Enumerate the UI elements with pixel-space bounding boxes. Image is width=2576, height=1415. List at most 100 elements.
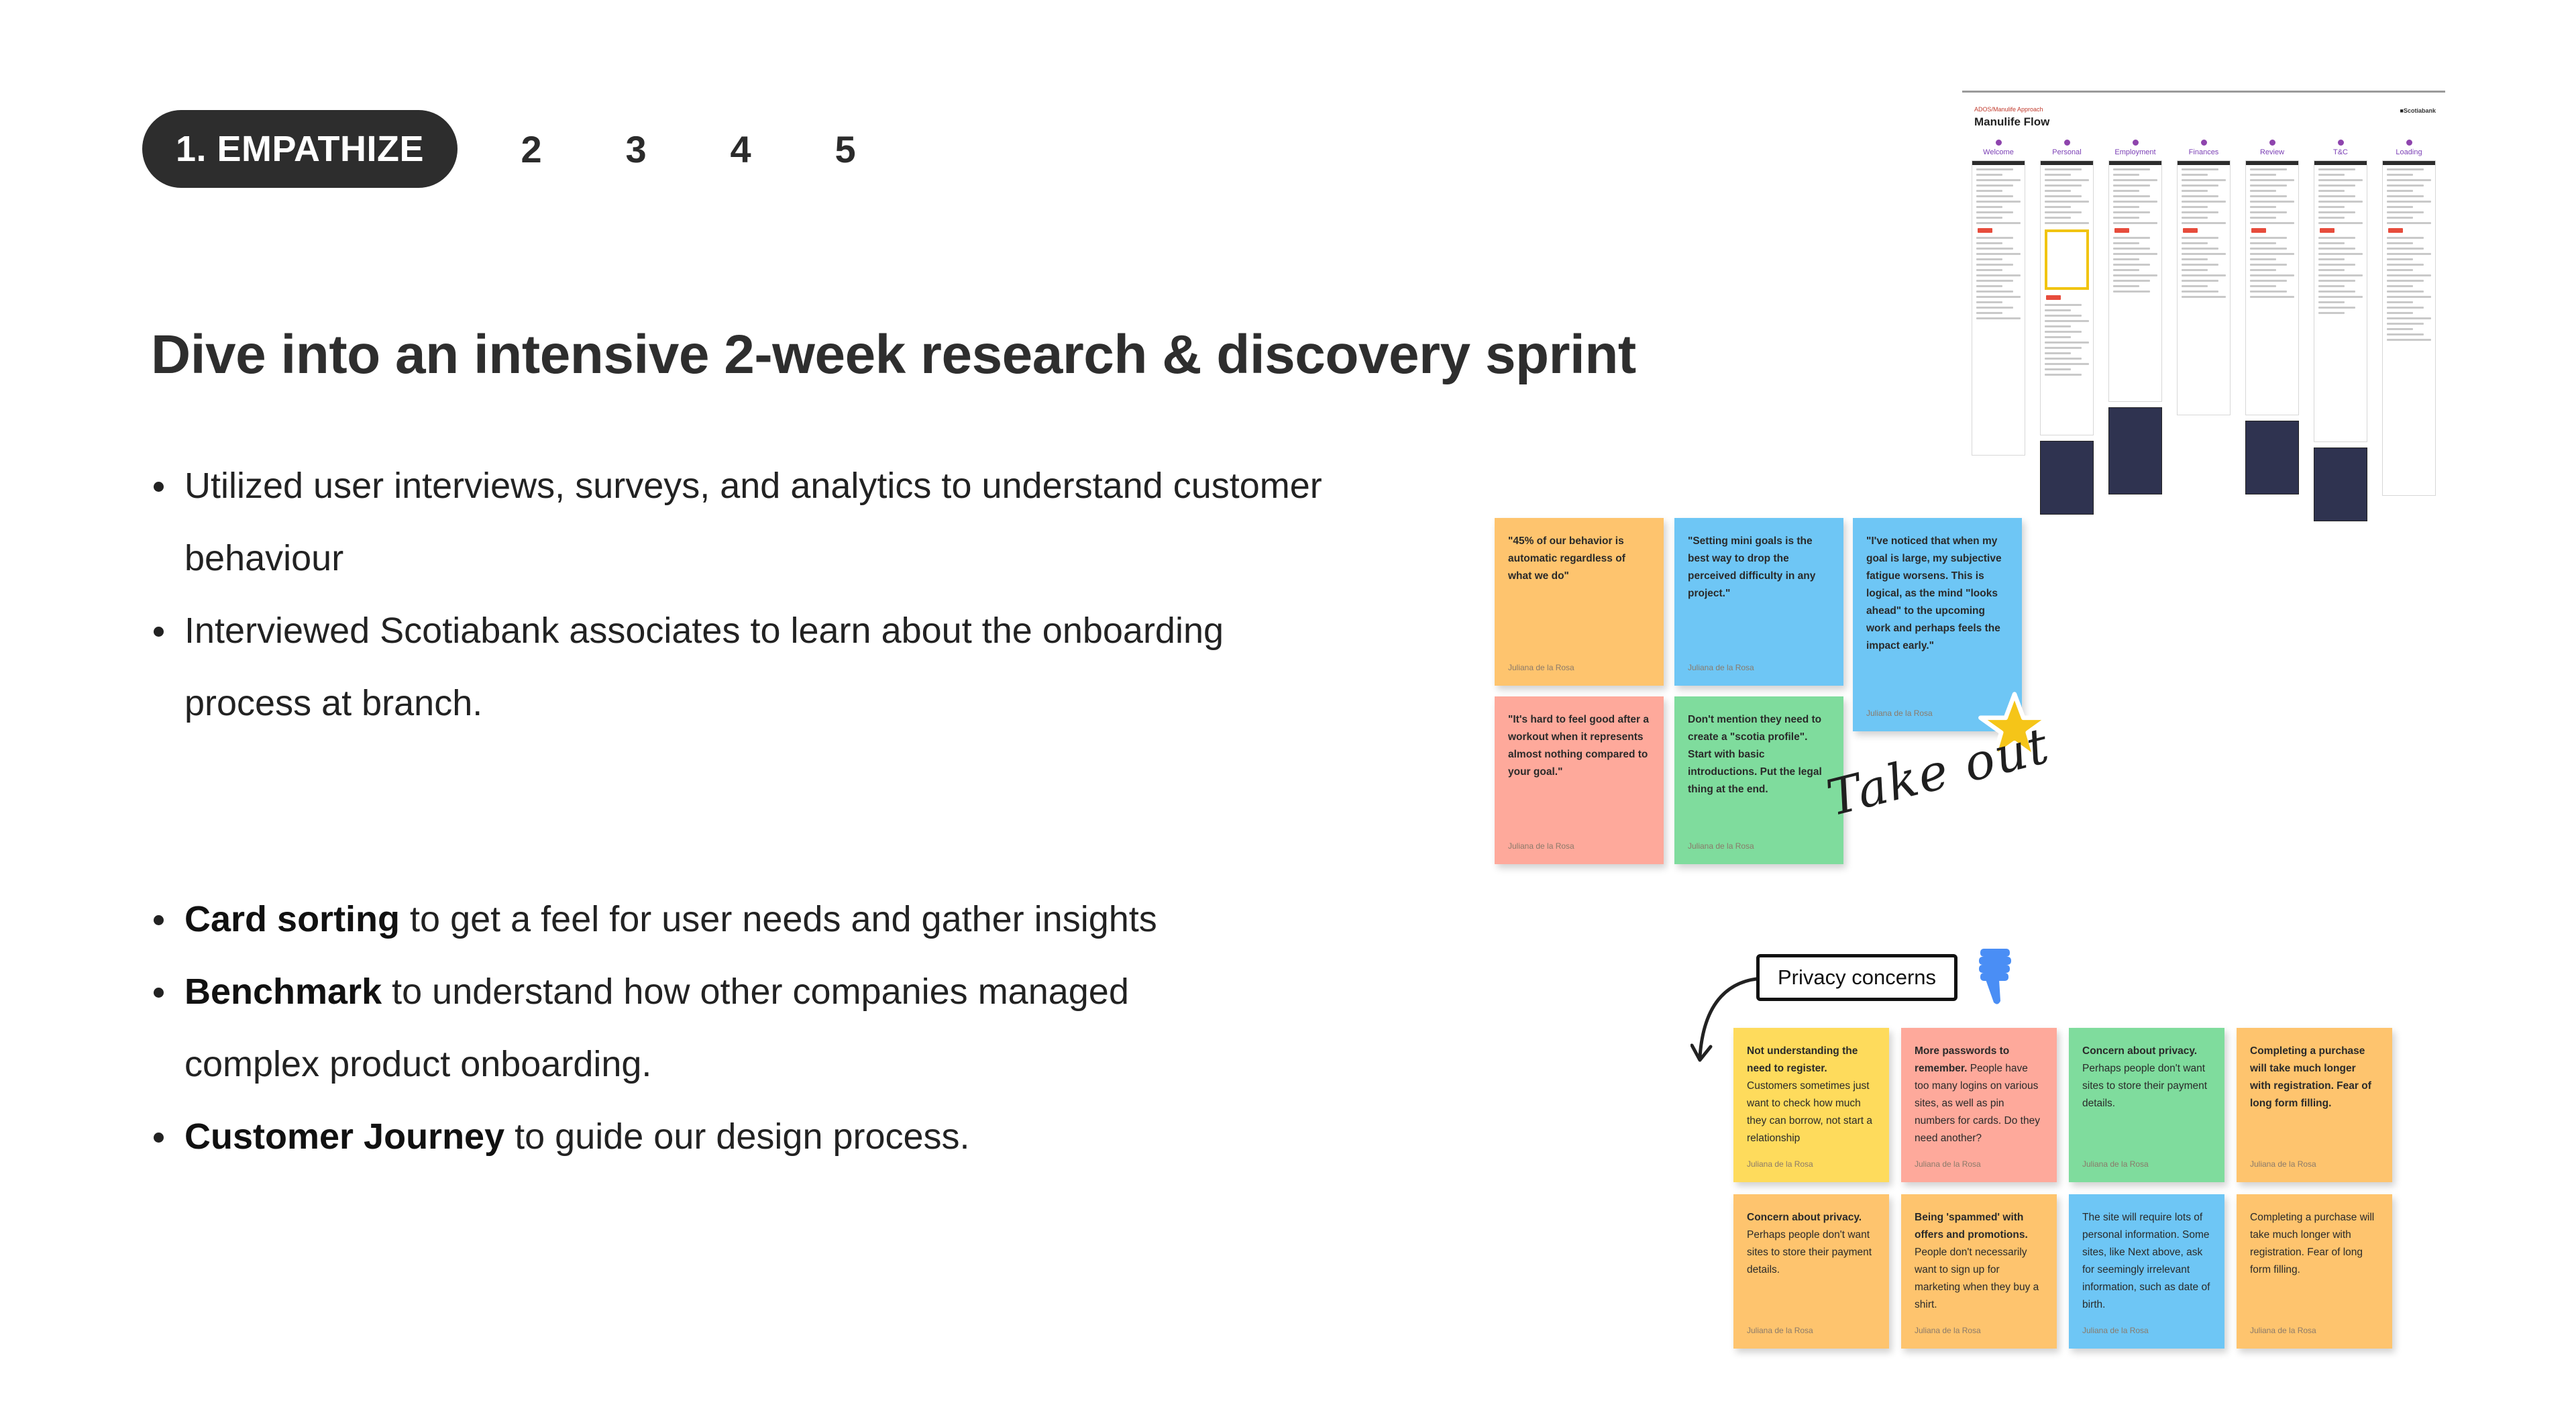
bullet-text: to get a feel for user needs and gather … — [400, 899, 1157, 939]
flow-topbar: ADOS/Manulife Approach — [1974, 106, 2043, 113]
flow-column: Review — [2243, 140, 2302, 521]
note-text: "45% of our behavior is automatic regard… — [1508, 535, 1625, 582]
note-author: Juliana de la Rosa — [2250, 1159, 2316, 1169]
note-body: Customers sometimes just want to check h… — [1747, 1080, 1872, 1144]
note-body: People have too many logins on various s… — [1915, 1063, 2040, 1144]
flow-columns: Welcome Personal Employment Finances Review T… — [1969, 140, 2438, 521]
note-author: Juliana de la Rosa — [1747, 1326, 1813, 1335]
sticky-note: More passwords to remember. People have … — [1901, 1028, 2057, 1182]
flow-screen — [2040, 160, 2094, 435]
bullet-item: Card sorting to get a feel for user need… — [151, 883, 1238, 955]
curved-arrow-icon — [1690, 976, 1766, 1062]
flow-column-label: Loading — [2396, 148, 2422, 156]
note-author: Juliana de la Rosa — [1915, 1159, 1981, 1169]
flow-column: Finances — [2174, 140, 2233, 521]
note-text: Not understanding the need to register. … — [1747, 1043, 1876, 1147]
note-text: Concern about privacy. Perhaps people do… — [2082, 1043, 2211, 1112]
note-text: "It's hard to feel good after a workout … — [1508, 714, 1649, 778]
flow-column-label: Finances — [2188, 148, 2219, 156]
bullet-item: Interviewed Scotiabank associates to lea… — [151, 594, 1332, 739]
flow-brand: Scotiabank — [2400, 107, 2436, 114]
flow-column-label: Personal — [2052, 148, 2082, 156]
note-author: Juliana de la Rosa — [1915, 1326, 1981, 1335]
flow-step-dot — [2406, 140, 2412, 146]
flow-step-dot — [2269, 140, 2275, 146]
sticky-note: Completing a purchase will take much lon… — [2237, 1028, 2392, 1182]
research-bullets: Utilized user interviews, surveys, and a… — [151, 450, 1332, 739]
bullet-text: to understand how other companies manage… — [184, 972, 1129, 1084]
method-bullets: Card sorting to get a feel for user need… — [151, 883, 1238, 1173]
flow-dark-screen — [2040, 441, 2094, 515]
note-author: Juliana de la Rosa — [1688, 663, 1754, 672]
flow-column: Personal — [2037, 140, 2096, 521]
note-body: The site will require lots of personal i… — [2082, 1212, 2210, 1310]
note-body: Completing a purchase will take much lon… — [2250, 1212, 2375, 1275]
bullet-bold: Benchmark — [184, 972, 382, 1012]
note-text: Concern about privacy. Perhaps people do… — [1747, 1209, 1876, 1279]
flow-column: Loading — [2379, 140, 2438, 521]
sticky-note: Concern about privacy. Perhaps people do… — [2069, 1028, 2224, 1182]
note-text: Being 'spammed' with offers and promotio… — [1915, 1209, 2043, 1314]
note-author: Juliana de la Rosa — [2250, 1326, 2316, 1335]
flow-column: T&C — [2311, 140, 2370, 521]
note-author: Juliana de la Rosa — [1508, 841, 1574, 851]
bullet-bold: Card sorting — [184, 899, 400, 939]
thumbs-down-icon — [1979, 949, 2011, 1004]
step-2-tab[interactable]: 2 — [521, 127, 542, 170]
note-author: Juliana de la Rosa — [2082, 1326, 2149, 1335]
flow-step-dot — [2063, 140, 2070, 146]
note-body: Perhaps people don't want sites to store… — [1747, 1229, 1872, 1275]
flow-step-dot — [2132, 140, 2139, 146]
note-text: "Setting mini goals is the best way to d… — [1688, 535, 1816, 599]
flow-screen — [2108, 160, 2162, 402]
flow-screen — [2245, 160, 2299, 415]
takeout-label: Take out — [1821, 717, 2055, 828]
note-bold: Completing a purchase will take much lon… — [2250, 1045, 2371, 1109]
flow-dark-screen — [2314, 448, 2367, 521]
sticky-note: "45% of our behavior is automatic regard… — [1495, 518, 1664, 686]
flow-column: Employment — [2106, 140, 2165, 521]
sticky-note: "It's hard to feel good after a workout … — [1495, 696, 1664, 864]
flow-column-label: Welcome — [1983, 148, 2014, 156]
note-bold: Being 'spammed' with offers and promotio… — [1915, 1212, 2028, 1241]
bullet-text: to guide our design process. — [504, 1116, 970, 1157]
privacy-concerns-label: Privacy concerns — [1756, 954, 1957, 1001]
note-bold: More passwords to remember. — [1915, 1045, 2010, 1074]
sticky-note: Don't mention they need to create a "sco… — [1674, 696, 1843, 864]
step-1-empathize-tab[interactable]: 1. EMPATHIZE — [142, 110, 458, 188]
flow-column-label: Review — [2259, 148, 2285, 156]
flow-column: Welcome — [1969, 140, 2028, 521]
manulife-flow-image: ADOS/Manulife Approach Manulife Flow Sco… — [1962, 91, 2445, 560]
star-icon — [1978, 692, 2051, 760]
note-text: The site will require lots of personal i… — [2082, 1209, 2211, 1314]
sticky-note: "Setting mini goals is the best way to d… — [1674, 518, 1843, 686]
note-text: More passwords to remember. People have … — [1915, 1043, 2043, 1147]
note-bold: Concern about privacy. — [1747, 1212, 1862, 1223]
flow-screen — [2382, 160, 2436, 496]
flow-column-label: Employment — [2114, 148, 2156, 156]
note-body: People don't necessarily want to sign up… — [1915, 1247, 2039, 1310]
note-text: Completing a purchase will take much lon… — [2250, 1209, 2379, 1279]
sticky-note: Being 'spammed' with offers and promotio… — [1901, 1194, 2057, 1349]
flow-screen — [2314, 160, 2367, 442]
step-5-tab[interactable]: 5 — [835, 127, 856, 170]
flow-dark-screen — [2245, 421, 2299, 494]
note-author: Juliana de la Rosa — [2082, 1159, 2149, 1169]
note-body: Perhaps people don't want sites to store… — [2082, 1063, 2208, 1109]
flow-step-dot — [1995, 140, 2002, 146]
step-3-tab[interactable]: 3 — [625, 127, 647, 170]
note-bold: Not understanding the need to register. — [1747, 1045, 1858, 1074]
note-author: Juliana de la Rosa — [1747, 1159, 1813, 1169]
flow-column-label: T&C — [2333, 148, 2348, 156]
note-bold: Concern about privacy. — [2082, 1045, 2198, 1057]
sticky-note: "I've noticed that when my goal is large… — [1853, 518, 2022, 731]
flow-title: Manulife Flow — [1974, 115, 2050, 128]
flow-step-dot — [2200, 140, 2207, 146]
bullet-item: Utilized user interviews, surveys, and a… — [151, 450, 1332, 594]
note-text: "I've noticed that when my goal is large… — [1866, 535, 2002, 651]
note-author: Juliana de la Rosa — [1508, 663, 1574, 672]
step-4-tab[interactable]: 4 — [730, 127, 751, 170]
note-text: Don't mention they need to create a "sco… — [1688, 714, 1822, 795]
step-nav: 1. EMPATHIZE 2 3 4 5 — [142, 110, 873, 188]
flow-dark-screen — [2108, 407, 2162, 494]
